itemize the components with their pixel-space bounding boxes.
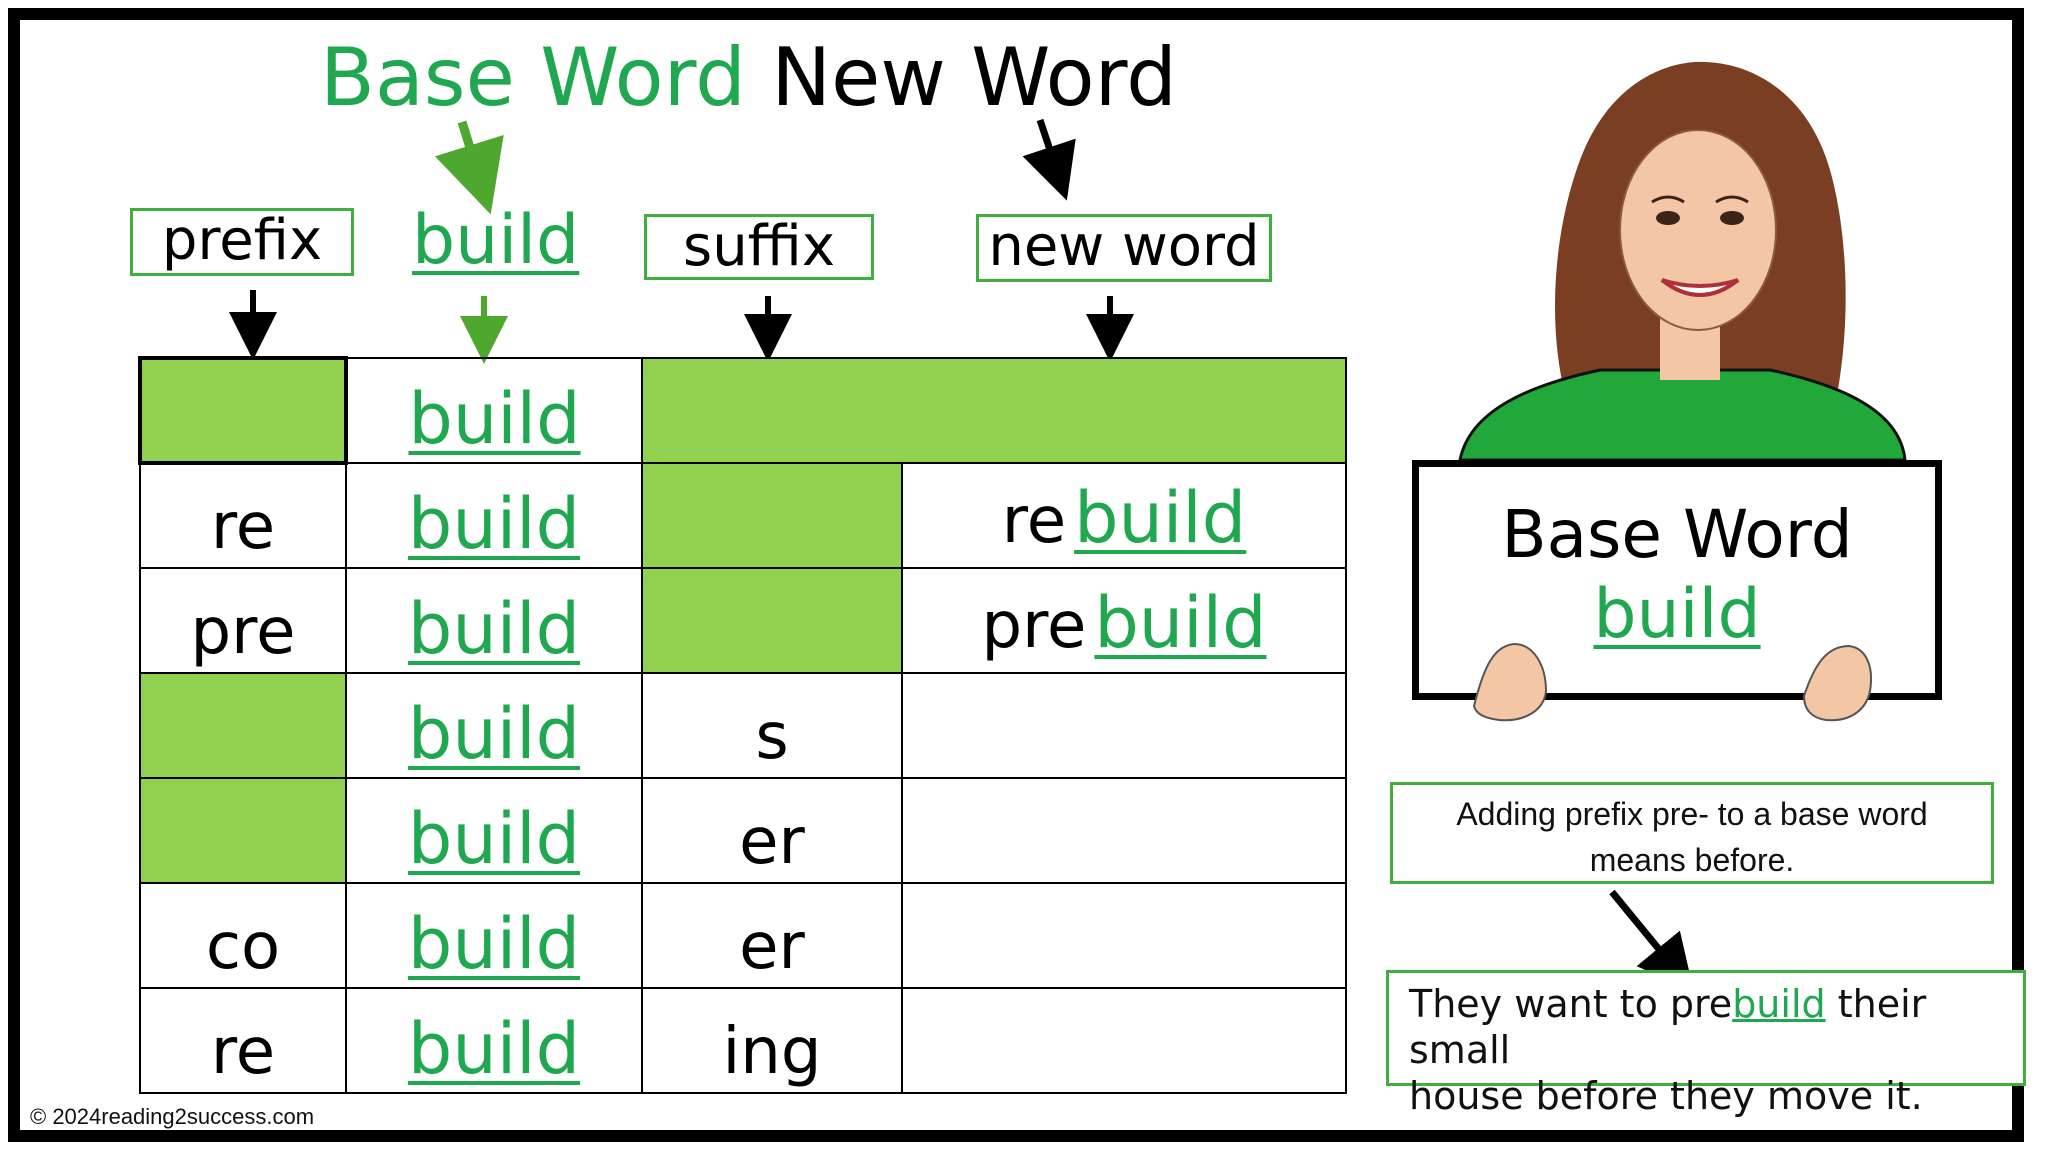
example-part-1: They want to pre [1409, 982, 1733, 1026]
teacher-illustration [1458, 61, 1907, 462]
base-word: build [407, 588, 581, 670]
prefix-label: prefix [130, 208, 354, 276]
table-row: re build ing [139, 987, 1347, 1094]
suffix-label: suffix [644, 214, 874, 280]
base-word: build [408, 378, 581, 460]
prefix-cell: re [139, 987, 347, 1094]
table-row: build s [139, 672, 1347, 779]
suffix-cell: er [641, 777, 903, 884]
face [1619, 107, 1777, 331]
example-sentence-note: They want to prebuild their small house … [1386, 970, 2026, 1118]
suffix-cell [641, 567, 903, 674]
heading-new-word-arrow [1022, 118, 1076, 201]
prefix-cell: co [139, 882, 347, 989]
prefix-cell [138, 356, 348, 465]
slide-heading: Base Word New Word [320, 28, 1177, 128]
base-cell: build [345, 672, 643, 779]
new-word-cell [901, 987, 1347, 1094]
table-row: build er [139, 777, 1347, 884]
note-connector-arrow [1609, 889, 1694, 992]
prefix-cell [139, 777, 347, 884]
sign-word: build [1593, 575, 1761, 654]
table-row: build [138, 356, 1347, 465]
base-word: build [407, 483, 581, 565]
base-cell: build [345, 357, 643, 464]
sign-title: Base Word [1501, 496, 1853, 573]
prefix-text: co [205, 910, 281, 984]
base-word: build [407, 693, 581, 775]
hands [1472, 642, 1872, 722]
right-hand [1802, 644, 1872, 722]
copyright-text: © 2024reading2success.com [30, 1104, 315, 1129]
left-hand [1472, 642, 1548, 722]
base-cell: build [345, 777, 643, 884]
shirt [1458, 368, 1907, 462]
suffix-cell: er [641, 882, 903, 989]
prefix-cell: pre [139, 567, 347, 674]
prefix-text: re [210, 490, 276, 564]
new-word-cell [901, 882, 1347, 989]
new-word-label: new word [976, 214, 1272, 282]
new-word-prefix: pre [981, 589, 1087, 663]
prefix-text: pre [190, 595, 296, 669]
suffix-newword-cell [641, 357, 1347, 464]
new-word-base: build [1074, 477, 1247, 559]
table-row: co build er [139, 882, 1347, 989]
new-word-cell [901, 777, 1347, 884]
suffix-cell: ing [641, 987, 903, 1094]
suffix-cell: s [641, 672, 903, 779]
heading-base-word: Base Word [320, 31, 746, 124]
base-cell: build [345, 567, 643, 674]
suffix-text: s [755, 700, 789, 774]
new-word-cell [901, 672, 1347, 779]
suffix-text: ing [722, 1015, 822, 1089]
base-word: build [407, 798, 581, 880]
prefix-text: re [210, 1015, 276, 1089]
prefix-cell [139, 672, 347, 779]
base-cell: build [345, 987, 643, 1094]
definition-line-2: means before. [1589, 842, 1795, 878]
suffix-text: er [739, 910, 805, 984]
example-build-word: build [1732, 982, 1826, 1026]
suffix-cell [641, 462, 903, 569]
base-cell: build [345, 462, 643, 569]
suffix-text: er [739, 805, 805, 879]
prefix-definition-note: Adding prefix pre- to a base word means … [1390, 782, 1994, 884]
example-line-2: house before they move it. [1409, 1074, 1923, 1118]
new-word-base: build [1094, 582, 1267, 664]
base-word: build [407, 1008, 581, 1090]
new-word-prefix: re [1001, 484, 1067, 558]
example-line-1: They want to prebuild their small [1409, 981, 2023, 1073]
heading-new-word: New Word [771, 31, 1177, 124]
base-cell: build [345, 882, 643, 989]
heading-base-word-arrow [434, 120, 504, 215]
example-part-3: their small [1409, 982, 1927, 1072]
definition-line-1: Adding prefix pre- to a base word [1456, 796, 1928, 832]
build-label: build [412, 201, 580, 280]
base-word: build [407, 903, 581, 985]
prefix-cell: re [139, 462, 347, 569]
